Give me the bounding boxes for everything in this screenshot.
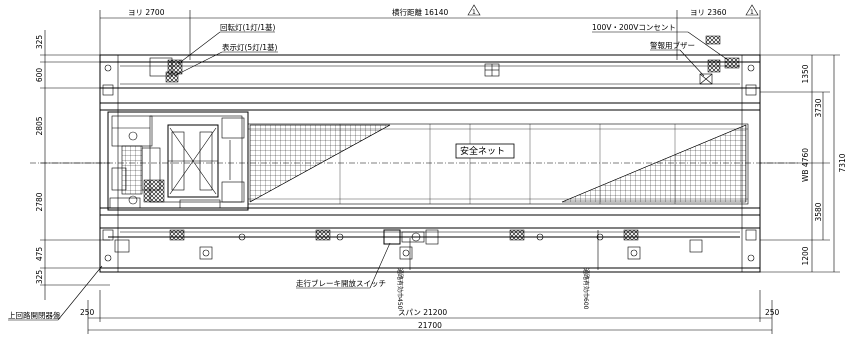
outlet-symbol — [724, 57, 740, 69]
walkway-right-label: 通路有効巾600 — [582, 268, 590, 310]
svg-text:325: 325 — [35, 270, 44, 285]
indicator-lamp-symbol — [165, 71, 179, 83]
svg-text:1350: 1350 — [801, 64, 810, 83]
dim-overall: 21700 — [418, 321, 442, 330]
svg-text:2805: 2805 — [35, 116, 44, 135]
walkway-left-label: 通路有効巾450 — [396, 268, 404, 310]
buzzer-symbol — [699, 73, 713, 85]
revision-mark: 1 — [472, 9, 476, 16]
svg-text:250: 250 — [80, 308, 95, 317]
trolley — [107, 111, 249, 211]
svg-text:3580: 3580 — [814, 202, 823, 221]
bottom-dimensions: 250 スパン 21200 250 21700 — [80, 290, 780, 334]
svg-text:600: 600 — [35, 68, 44, 83]
brake-switch-symbol — [383, 229, 401, 245]
svg-text:3730: 3730 — [814, 98, 823, 117]
rotating-lamp-label: 回転灯(1灯/1基) — [220, 22, 275, 32]
brake-switch-label: 走行ブレーキ開放スイッチ — [296, 278, 386, 288]
svg-text:2780: 2780 — [35, 192, 44, 211]
svg-text:1: 1 — [750, 9, 754, 16]
top-equipment — [149, 35, 740, 85]
dim-traverse: 横行距離 16140 — [392, 7, 448, 17]
revision-triangle — [467, 4, 481, 16]
svg-text:1200: 1200 — [801, 246, 810, 265]
bottom-equipment — [108, 229, 740, 270]
callouts: 回転灯(1灯/1基) 表示灯(5灯/1基) 100V・200Vコンセント 警報用… — [8, 22, 729, 321]
safety-net-area: 安全ネット — [247, 123, 749, 205]
left-dimensions: 325 600 2805 2780 475 325 — [35, 30, 110, 300]
outlet-label: 100V・200Vコンセント — [592, 23, 676, 32]
buzzer-label: 警報用ブザー — [650, 40, 695, 50]
svg-text:325: 325 — [35, 35, 44, 50]
svg-text:7310: 7310 — [838, 153, 847, 172]
top-dimension: ヨリ 2700 横行距離 16140 1 ヨリ 2360 1 — [99, 4, 761, 60]
ladder-label: 上回路開閉器盤 — [8, 310, 61, 320]
dim-left-end: ヨリ 2700 — [128, 8, 165, 17]
dim-span: スパン 21200 — [398, 308, 447, 317]
svg-text:250: 250 — [765, 308, 780, 317]
dim-right-end: ヨリ 2360 — [690, 8, 727, 17]
safety-net-label: 安全ネット — [460, 145, 505, 157]
wb-label: WB 4760 — [801, 148, 810, 182]
indicator-lamp-label: 表示灯(5灯/1基) — [222, 42, 277, 52]
right-dimensions: 1350 3730 WB 4760 7310 3580 1200 — [760, 54, 847, 273]
svg-text:475: 475 — [35, 247, 44, 262]
